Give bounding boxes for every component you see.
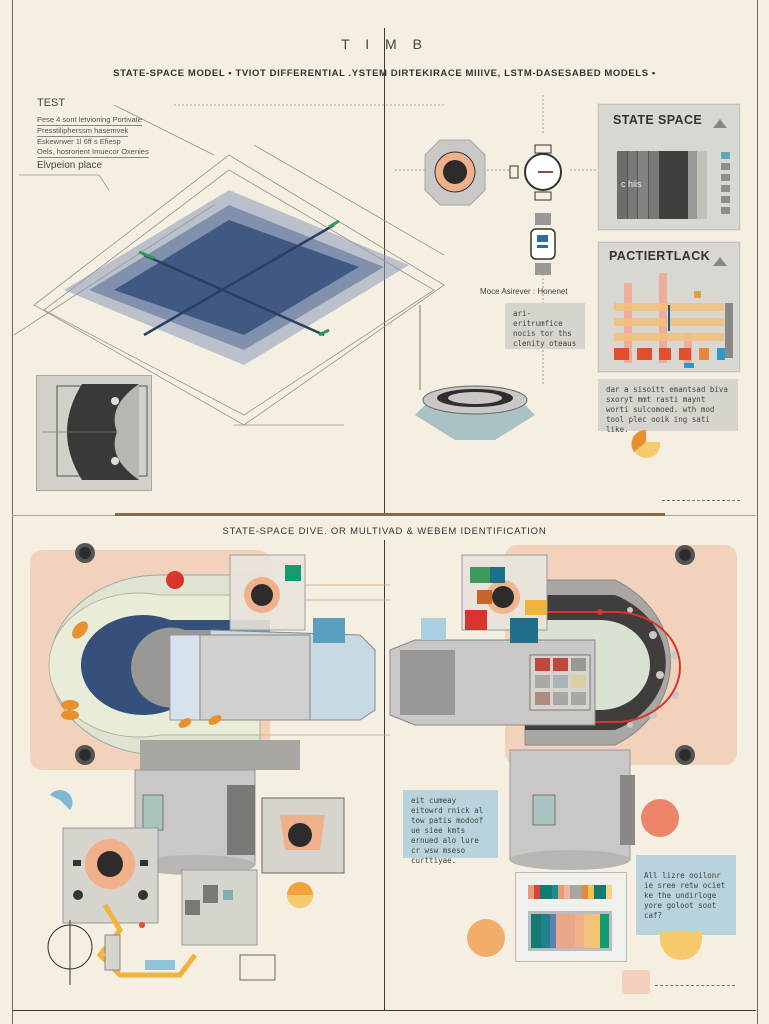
pie-glyph-top [631, 430, 661, 458]
expand-arrow-icon[interactable] [713, 119, 727, 128]
test-line-2: Presstilipherssm hasemvek [37, 126, 129, 137]
schematic-chain [395, 95, 600, 440]
test-line-3: Eskewrwer 1l 6ff s Efiesp [37, 137, 121, 146]
moce-label: Moce Asirever : Honenet [480, 287, 568, 296]
section-view-graphic [42, 384, 148, 480]
expand-arrow-icon[interactable] [713, 257, 727, 266]
gauge-dial [509, 144, 562, 201]
pactiertlack-title: PACTIERTLACK [609, 249, 711, 263]
palette-card [515, 872, 627, 962]
page-title: T I M B [341, 36, 428, 52]
callout-note-1: ari- eritrumfice nocis tor ths clenity o… [505, 303, 585, 349]
elevation-section-view [36, 375, 152, 491]
isometric-plate-diagram [14, 104, 445, 426]
bottom-left-details [47, 790, 345, 985]
dashed-leader [662, 500, 740, 501]
pactiertlack-panel: PACTIERTLACK [598, 242, 740, 372]
state-space-matrix [617, 151, 708, 219]
test-line-1: Pese 4 sont letvioning Portivate [37, 115, 143, 126]
octagon-sensor [424, 139, 486, 206]
test-line-4: Oels, hosrorient Imuecor Oxenies [37, 147, 149, 158]
dashed-leader-bottom [655, 985, 735, 986]
matrix-label: c hiis [621, 179, 642, 189]
orange-circle [467, 919, 505, 957]
machine-left [30, 543, 390, 875]
poster-frame [12, 0, 758, 1024]
test-description: Pese 4 sont letvioning Portivate Pressti… [37, 115, 149, 158]
peach-block [622, 970, 650, 994]
callout-note-4: All lizre ooilonr ie sree retw ociet ke … [636, 855, 736, 935]
state-space-panel: STATE SPACE c hiis [598, 104, 740, 230]
palette-block [528, 911, 612, 951]
heatmap-grid [614, 273, 733, 368]
conical-base [415, 385, 535, 440]
palette-strip [528, 885, 612, 899]
machine-right [389, 545, 737, 870]
state-swatches [721, 152, 730, 214]
section-separator-rule [115, 513, 665, 516]
callout-note-2: dar a sisoitt emantsad biva sxoryt mmt r… [598, 379, 738, 434]
test-label: TEST [37, 97, 66, 109]
center-divider-bottom [384, 540, 385, 1010]
callout-note-3: eit cumeay eitowrd rnick al tow patis mo… [403, 790, 498, 865]
state-space-title: STATE SPACE [613, 113, 703, 127]
bottom-border [12, 1010, 756, 1011]
elevation-label: Elvpeion place [37, 160, 103, 171]
section-subtitle: STATE-SPACE DIVE. OR MULTIVAD & WEBEM ID… [222, 526, 547, 537]
